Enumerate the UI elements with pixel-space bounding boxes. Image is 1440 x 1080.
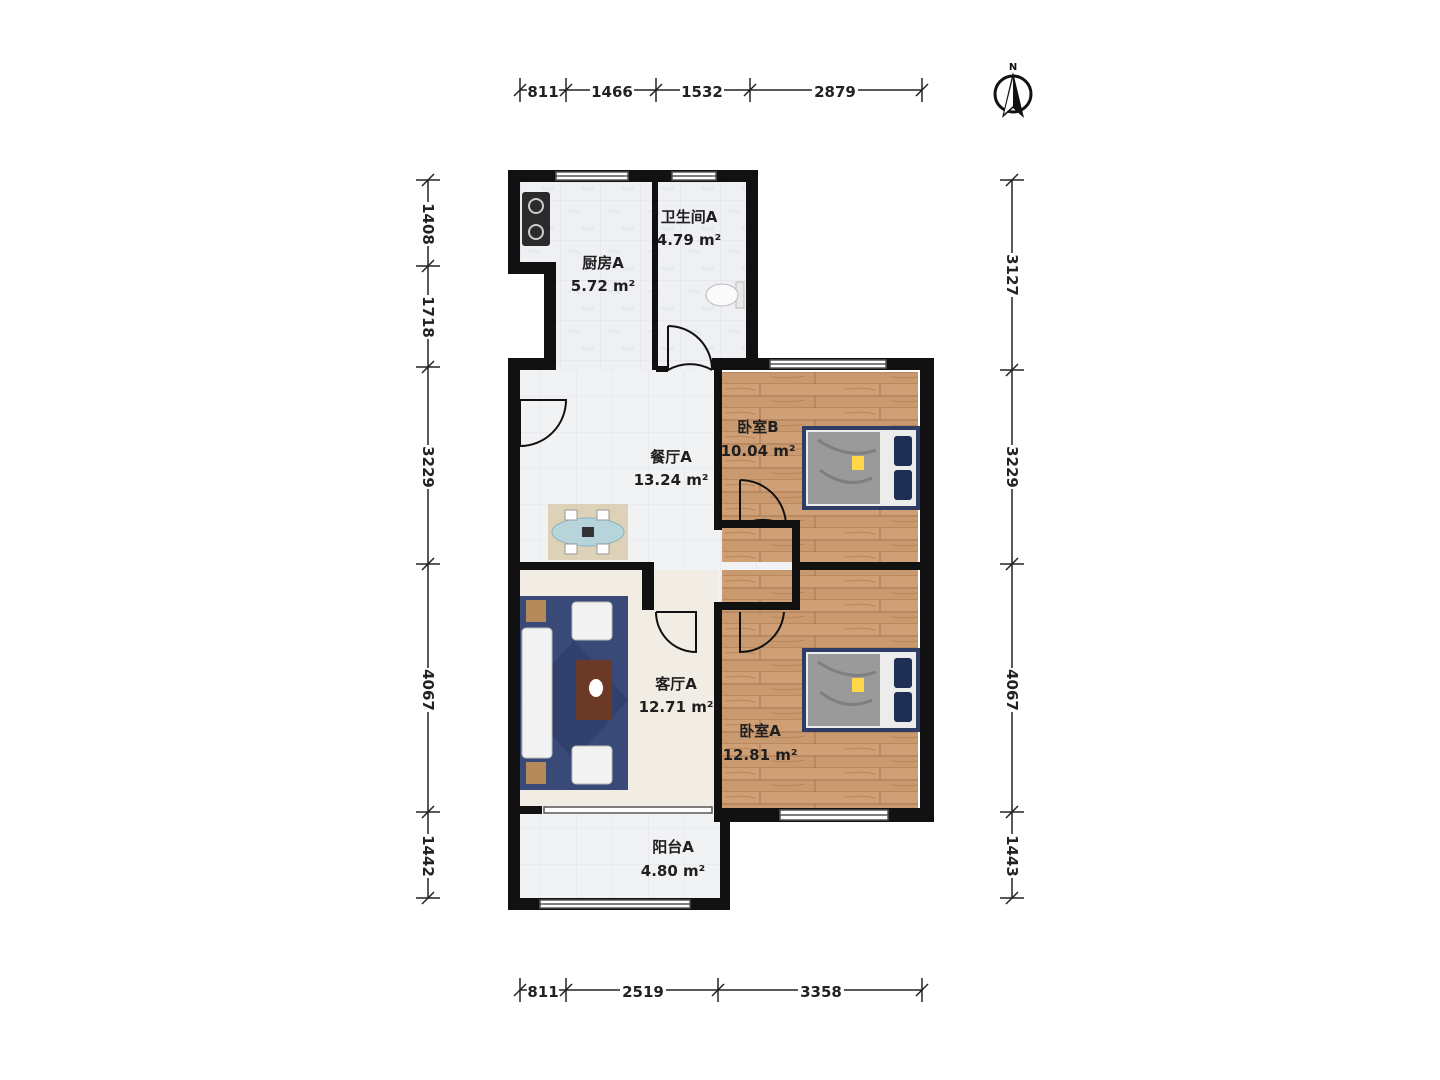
- room-label-bathroom: 卫生间A 4.79 m²: [657, 208, 721, 249]
- top-dimension-labels: 811 1466 1532 2879: [527, 80, 858, 101]
- room-label-dining: 餐厅A 13.24 m²: [634, 448, 709, 489]
- dim-top-1: 811: [527, 83, 558, 101]
- room-label-kitchen: 厨房A 5.72 m²: [571, 254, 635, 295]
- left-dimension-labels: 1408 1718 3229 4067 1442: [418, 202, 438, 878]
- dim-top-3: 1532: [681, 83, 723, 101]
- svg-text:餐厅A: 餐厅A: [650, 448, 692, 466]
- svg-text:12.81 m²: 12.81 m²: [723, 746, 798, 764]
- dim-bottom-3: 3358: [800, 983, 842, 1001]
- bottom-dimensions: [513, 978, 929, 1002]
- room-label-balcony: 阳台A 4.80 m²: [641, 838, 705, 880]
- dim-top-2: 1466: [591, 83, 633, 101]
- windows: [539, 171, 889, 909]
- toilet-icon: [705, 281, 745, 309]
- dim-top-4: 2879: [814, 83, 856, 101]
- svg-text:13.24 m²: 13.24 m²: [634, 471, 709, 489]
- dim-left-2: 1718: [419, 296, 437, 338]
- bottom-dimension-labels: 811 2519 3358: [527, 980, 844, 1001]
- left-dimensions: [416, 173, 440, 905]
- stove-icon: [522, 192, 550, 246]
- svg-text:4.79 m²: 4.79 m²: [657, 231, 721, 249]
- dim-right-3: 4067: [1003, 669, 1021, 711]
- dim-bottom-1: 811: [527, 983, 558, 1001]
- svg-text:厨房A: 厨房A: [582, 254, 624, 272]
- dim-left-4: 4067: [419, 669, 437, 711]
- doors: [519, 325, 787, 654]
- living-room-set-icon: [520, 596, 628, 790]
- right-dimension-labels: 3127 3229 4067 1443: [1002, 253, 1022, 878]
- room-label-bedroom-a: 卧室A 12.81 m²: [723, 722, 798, 764]
- dim-right-4: 1443: [1003, 835, 1021, 877]
- svg-text:12.71 m²: 12.71 m²: [639, 698, 714, 716]
- dim-left-3: 3229: [419, 446, 437, 488]
- dim-left-1: 1408: [419, 203, 437, 245]
- dim-left-5: 1442: [419, 835, 437, 877]
- compass-label: N: [1009, 62, 1017, 73]
- north-arrow-icon: N: [993, 62, 1033, 118]
- dim-right-1: 3127: [1003, 254, 1021, 296]
- room-label-living: 客厅A 12.71 m²: [639, 675, 714, 716]
- right-dimensions: [1000, 173, 1024, 905]
- svg-text:4.80 m²: 4.80 m²: [641, 862, 705, 880]
- svg-text:10.04 m²: 10.04 m²: [721, 442, 796, 460]
- dim-right-2: 3229: [1003, 446, 1021, 488]
- svg-text:阳台A: 阳台A: [652, 838, 694, 856]
- svg-text:客厅A: 客厅A: [654, 675, 697, 693]
- bed-icon: [802, 426, 920, 510]
- dining-table-icon: [548, 504, 628, 560]
- svg-text:5.72 m²: 5.72 m²: [571, 277, 635, 295]
- svg-text:卧室A: 卧室A: [739, 722, 781, 740]
- svg-text:卧室B: 卧室B: [737, 418, 778, 436]
- bed-icon: [802, 648, 920, 732]
- room-label-bedroom-b: 卧室B 10.04 m²: [721, 418, 796, 460]
- svg-text:卫生间A: 卫生间A: [661, 208, 718, 226]
- dim-bottom-2: 2519: [622, 983, 664, 1001]
